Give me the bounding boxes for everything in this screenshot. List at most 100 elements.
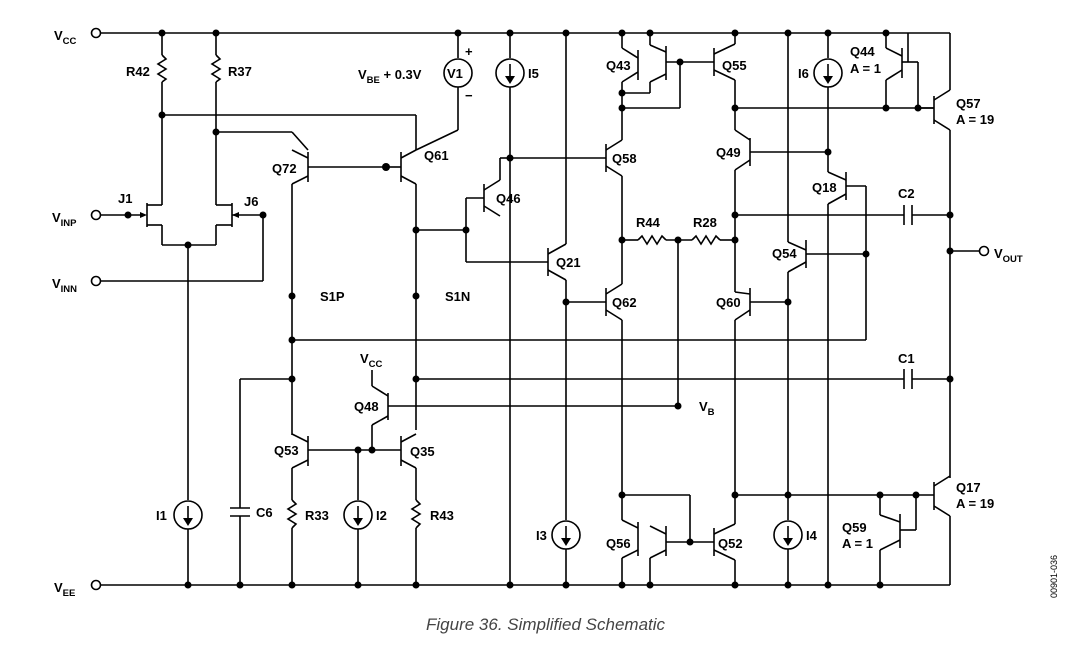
- q35-label: Q35: [410, 444, 435, 459]
- current-source-i1: [173, 500, 203, 585]
- q53-label: Q53: [274, 443, 299, 458]
- r43-label: R43: [430, 508, 454, 523]
- current-source-i6: [813, 58, 843, 88]
- transistor-q44: [885, 33, 919, 108]
- transistor-q18: [827, 171, 866, 205]
- q46-label: Q46: [496, 191, 521, 206]
- svg-text:V1: V1: [447, 66, 463, 81]
- q18-label: Q18: [812, 180, 837, 195]
- i2-label: I2: [376, 508, 387, 523]
- c6-label: C6: [256, 505, 273, 520]
- q44-gain: A = 1: [850, 61, 881, 76]
- vcc-rail: [90, 27, 950, 39]
- j1-label: J1: [118, 191, 132, 206]
- i5-label: I5: [528, 66, 539, 81]
- transistor-q21: [547, 243, 567, 281]
- transistor-q48: [371, 385, 680, 450]
- q43-label: Q43: [606, 58, 631, 73]
- q72-label: Q72: [272, 161, 297, 176]
- q56-label: Q56: [606, 536, 631, 551]
- vinp-label: VINP: [52, 210, 77, 229]
- figure-caption: Figure 36. Simplified Schematic: [426, 615, 666, 634]
- r28-label: R28: [693, 215, 717, 230]
- resistor-r28: [691, 234, 721, 246]
- vcc-label: VCC: [54, 28, 77, 47]
- capacitor-c6: [230, 507, 250, 517]
- q55-label: Q55: [722, 58, 747, 73]
- transistor-q55: [713, 43, 736, 81]
- q49-label: Q49: [716, 145, 741, 160]
- v1-label: VBE + 0.3V: [358, 67, 422, 86]
- q48-label: Q48: [354, 399, 379, 414]
- current-source-i3: [551, 520, 581, 550]
- v1-minus: −: [465, 88, 473, 103]
- i3-label: I3: [536, 528, 547, 543]
- transistor-q58: [605, 139, 623, 177]
- voltage-source-v1: V1: [443, 58, 473, 88]
- q57-gain: A = 19: [956, 112, 994, 127]
- q59-gain: A = 1: [842, 536, 873, 551]
- vout-terminal[interactable]: [978, 245, 990, 257]
- q61-label: Q61: [424, 148, 449, 163]
- transistor-q43-pair: [622, 33, 714, 94]
- s1p-label: S1P: [320, 289, 345, 304]
- c2-label: C2: [898, 186, 915, 201]
- transistor-q59: [879, 495, 917, 585]
- transistor-q62: [605, 283, 623, 321]
- transistor-q54: [787, 240, 866, 273]
- i4-label: I4: [806, 528, 818, 543]
- q44-label: Q44: [850, 44, 875, 59]
- transistor-q57: [918, 89, 951, 131]
- r33-label: R33: [305, 508, 329, 523]
- j6-label: J6: [244, 194, 258, 209]
- resistor-r33: [286, 499, 298, 529]
- i6-label: I6: [798, 66, 809, 81]
- transistor-q49: [734, 108, 828, 171]
- transistor-q53: [291, 433, 401, 469]
- transistor-q72: [291, 149, 386, 185]
- vinp-terminal[interactable]: [90, 209, 102, 221]
- current-source-i4: [773, 520, 803, 550]
- jfet-j6: [215, 203, 263, 245]
- capacitor-c1: [903, 369, 913, 389]
- transistor-q17: [933, 475, 951, 517]
- q17-gain: A = 19: [956, 496, 994, 511]
- transistor-q43: [621, 47, 639, 108]
- q60-label: Q60: [716, 295, 741, 310]
- jfet-j1: [100, 203, 163, 245]
- transistor-q52: [713, 523, 736, 561]
- q58-label: Q58: [612, 151, 637, 166]
- vee-label: VEE: [54, 580, 75, 599]
- vout-label: VOUT: [994, 246, 1023, 265]
- capacitor-c2: [903, 205, 913, 225]
- vcc-q48-label: VCC: [360, 351, 383, 370]
- q62-label: Q62: [612, 295, 637, 310]
- q54-label: Q54: [772, 246, 797, 261]
- q57-label: Q57: [956, 96, 981, 111]
- vee-rail: [90, 579, 950, 591]
- resistor-r37: [210, 33, 222, 205]
- resistor-r43: [410, 499, 422, 529]
- resistor-r42: [156, 33, 168, 205]
- transistor-q60: [734, 288, 788, 321]
- vinn-label: VINN: [52, 276, 77, 295]
- transistor-q35: [400, 433, 417, 469]
- transistor-q61: [386, 149, 417, 185]
- s1n-label: S1N: [445, 289, 470, 304]
- v1-plus: +: [465, 44, 473, 59]
- figure-code: 00901-036: [1049, 555, 1059, 598]
- r42-label: R42: [126, 64, 150, 79]
- current-source-i5: [495, 58, 525, 88]
- i1-label: I1: [156, 508, 167, 523]
- vinn-terminal[interactable]: [90, 275, 102, 287]
- vb-label: VB: [699, 399, 715, 418]
- q52-label: Q52: [718, 536, 743, 551]
- q21-label: Q21: [556, 255, 581, 270]
- r44-label: R44: [636, 215, 661, 230]
- resistor-r44: [637, 234, 667, 246]
- r37-label: R37: [228, 64, 252, 79]
- current-source-i2: [343, 500, 373, 530]
- q59-label: Q59: [842, 520, 867, 535]
- c1-label: C1: [898, 351, 915, 366]
